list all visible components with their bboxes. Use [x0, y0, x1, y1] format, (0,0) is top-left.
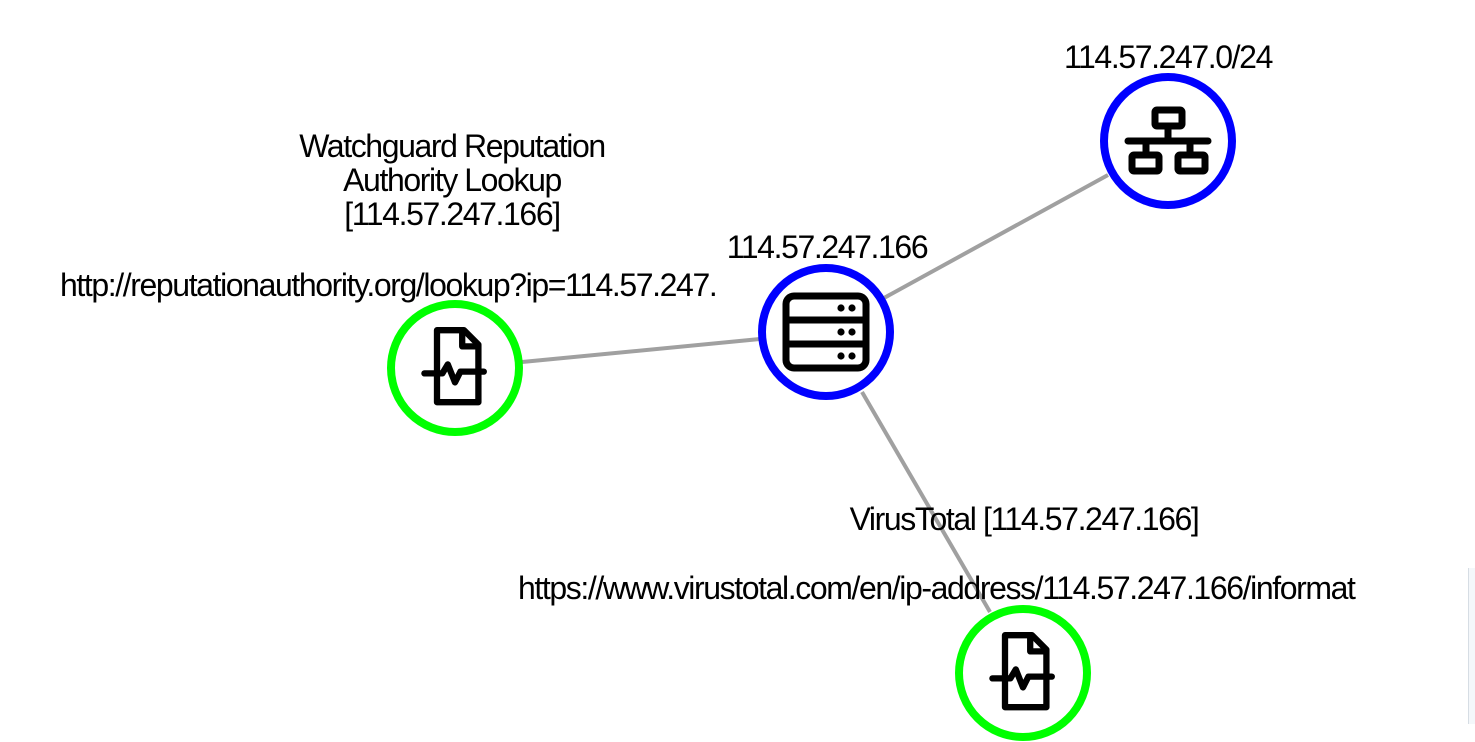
netblock-node[interactable]: 114.57.247.0/24 [1064, 39, 1274, 209]
watchguard-title-line-1: Watchguard Reputation [299, 128, 605, 164]
watchguard-url: http://reputationauthority.org/lookup?ip… [60, 267, 716, 303]
virustotal-title: VirusTotal [114.57.247.166] [850, 501, 1199, 537]
ip-ring[interactable] [758, 264, 894, 400]
ip-label: 114.57.247.166 [727, 229, 928, 265]
watchguard-node[interactable]: Watchguard Reputation Authority Lookup [… [60, 128, 718, 436]
edges [521, 173, 1109, 614]
ip-node[interactable]: 114.57.247.166 [727, 229, 929, 400]
edge-ip-virustotal [860, 390, 992, 614]
watchguard-title-line-3: [114.57.247.166] [344, 196, 559, 232]
server-icon [782, 292, 870, 372]
virustotal-url: https://www.virustotal.com/en/ip-address… [518, 570, 1356, 606]
virustotal-node[interactable]: VirusTotal [114.57.247.166] https://www.… [518, 501, 1357, 741]
edge-ip-netblock [883, 173, 1109, 300]
network-icon [1124, 106, 1212, 175]
preview-panel-edge [1468, 568, 1475, 724]
edge-ip-watchguard [521, 337, 761, 364]
watchguard-title-line-2: Authority Lookup [343, 162, 561, 198]
netblock-label: 114.57.247.0/24 [1064, 39, 1273, 75]
virustotal-ring[interactable] [955, 605, 1091, 741]
watchguard-ring[interactable] [387, 300, 523, 436]
